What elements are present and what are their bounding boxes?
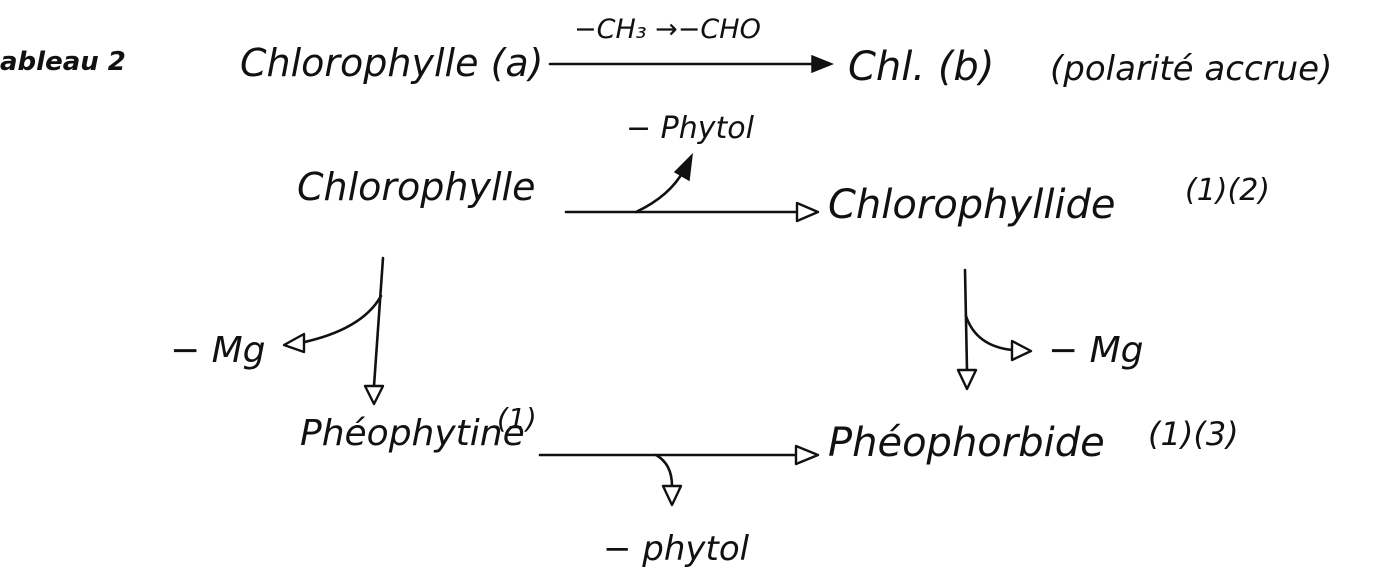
top-reactant-label: Chlorophylle (a) (240, 41, 544, 85)
mg-left-label: − Mg (170, 330, 266, 371)
horizontal-arrow-top (564, 201, 820, 223)
chlorophyllide-refs: (1)(2) (1185, 173, 1270, 208)
mg-loss-arrow-left (282, 294, 383, 354)
table-label: ableau 2 (0, 47, 126, 77)
phytol-bottom-label: − phytol (603, 529, 750, 569)
pheophytine-refs: (1) (497, 402, 537, 435)
top-transformation-label: −CH₃ →−CHO (574, 14, 761, 45)
chlorophyllide-label: Chlorophyllide (828, 182, 1116, 228)
phytol-loss-arrow-bottom (654, 453, 683, 507)
vertical-arrow-right (956, 268, 978, 391)
horizontal-arrow-bottom (538, 444, 820, 466)
mg-right-label: − Mg (1048, 330, 1144, 371)
pheophytine-label: Phéophytine (300, 413, 525, 454)
top-product-label: Chl. (b) (848, 44, 994, 90)
top-note-label: (polarité accrue) (1050, 49, 1332, 89)
phytol-loss-arrow-top (634, 152, 694, 214)
chlorophylle-label: Chlorophylle (297, 165, 535, 209)
top-arrow (548, 54, 835, 74)
mg-loss-arrow-right (964, 314, 1033, 362)
pheophorbide-refs: (1)(3) (1148, 415, 1239, 453)
vertical-arrow-left (363, 256, 385, 406)
phytol-top-label: − Phytol (626, 111, 755, 146)
pheophorbide-label: Phéophorbide (828, 420, 1105, 466)
